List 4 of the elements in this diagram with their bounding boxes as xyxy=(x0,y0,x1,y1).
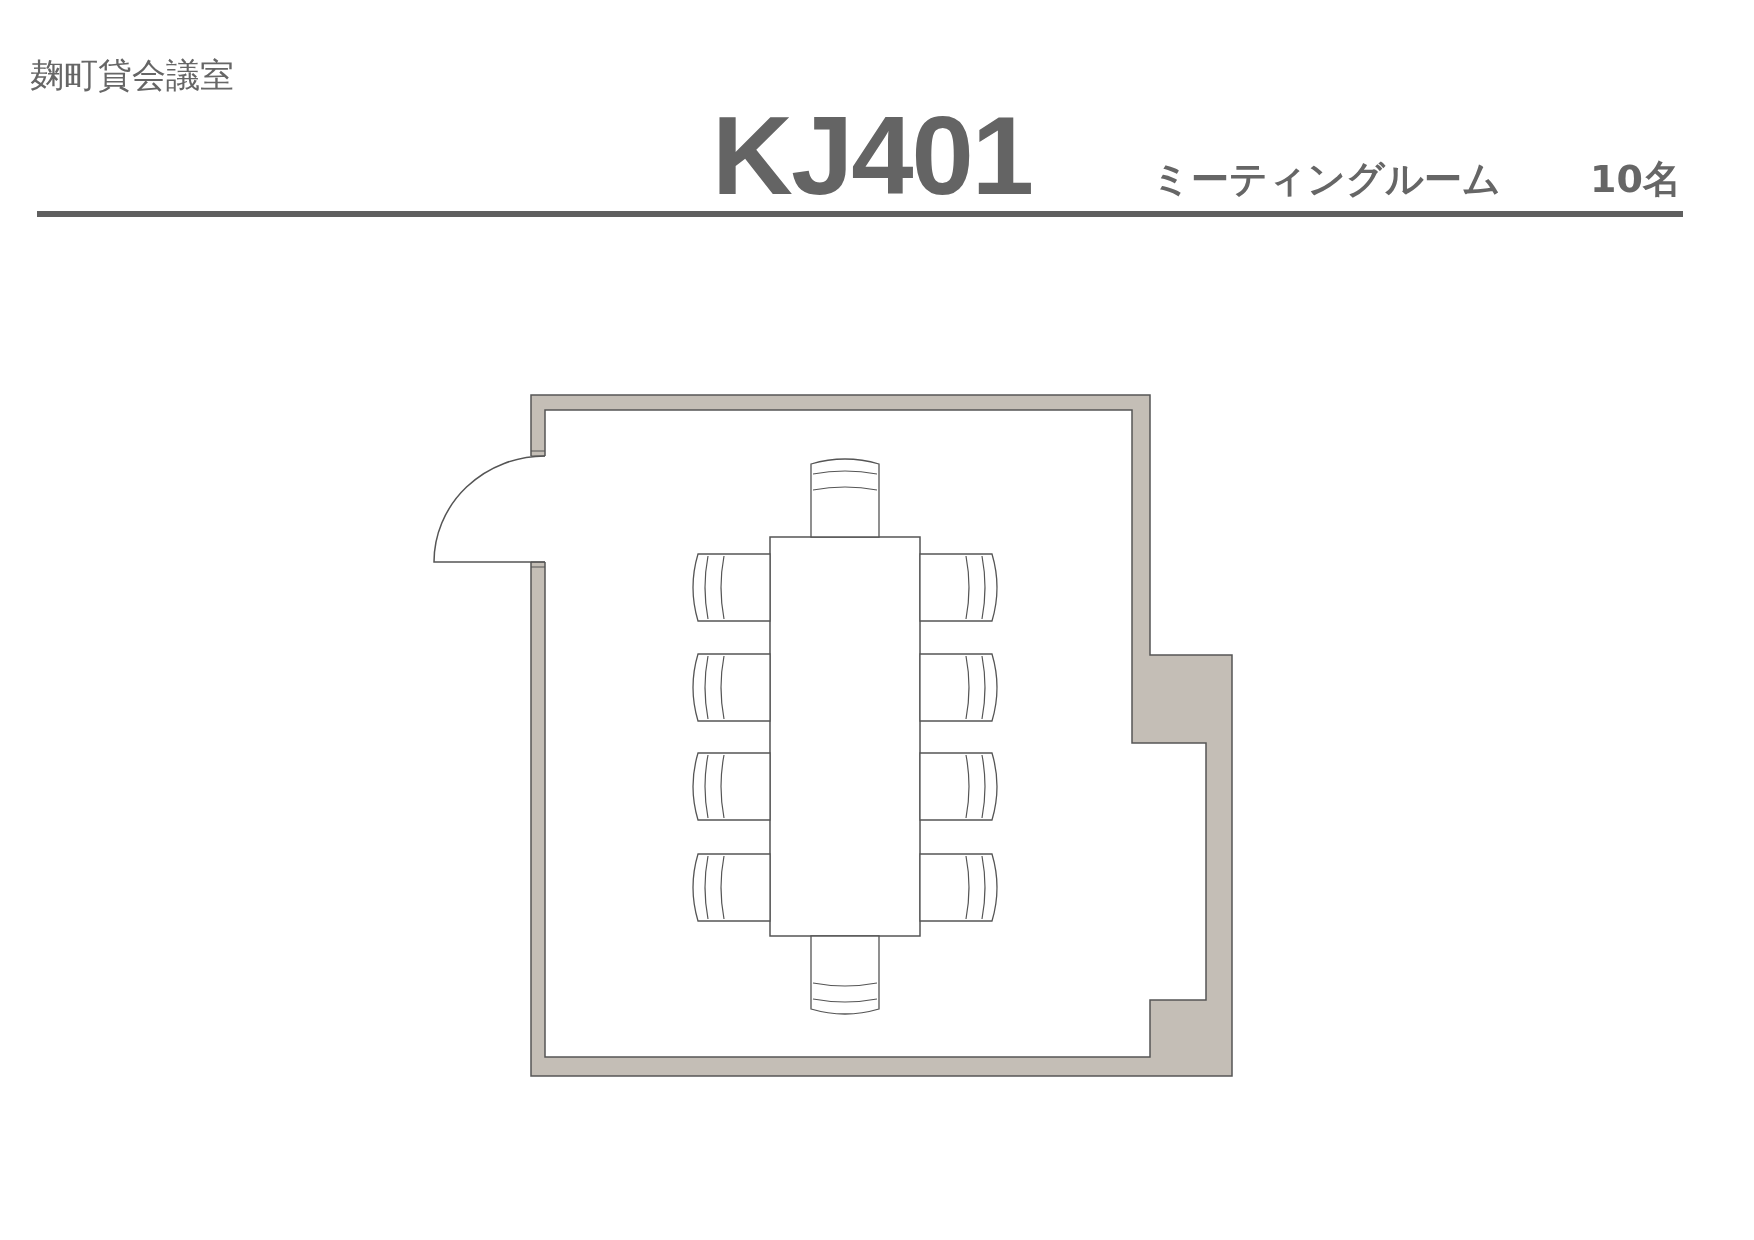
venue-name: 麹町貸会議室 xyxy=(30,58,234,92)
capacity-label: 10名 xyxy=(1590,160,1681,198)
room-title: KJ401 xyxy=(712,100,1033,212)
room-type: ミーティングルーム xyxy=(1152,160,1501,198)
